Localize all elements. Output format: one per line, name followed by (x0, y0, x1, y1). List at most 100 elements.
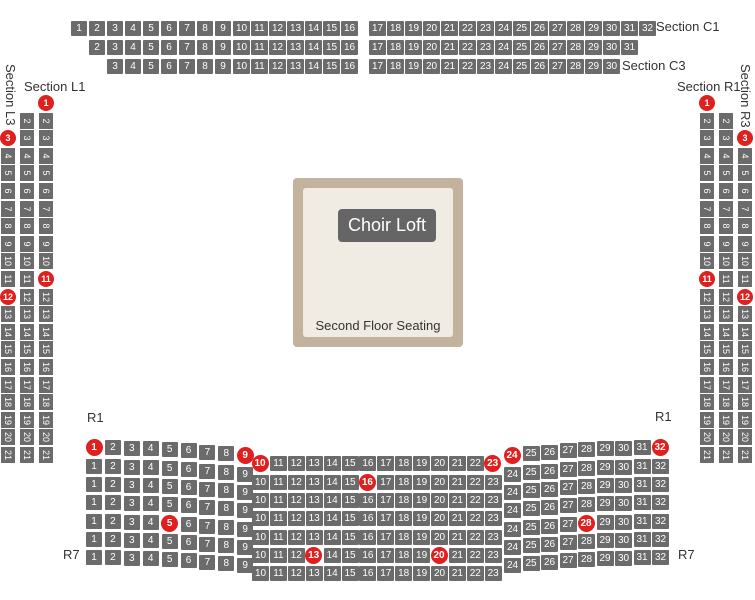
top-seat[interactable]: 31 (621, 40, 638, 55)
right-seat[interactable]: 6 (700, 183, 714, 199)
left-seat[interactable]: 21 (20, 447, 34, 463)
bottom-seat[interactable]: 20 (431, 566, 448, 581)
bottom-seat[interactable]: 31 (633, 514, 651, 529)
bottom-seat[interactable]: 25 (522, 556, 540, 571)
bottom-seat[interactable]: 11 (269, 475, 287, 490)
top-seat[interactable]: 22 (459, 59, 476, 74)
right-seat[interactable]: 2 (719, 112, 733, 129)
left-seat[interactable]: 6 (1, 183, 15, 199)
bottom-seat[interactable]: 5 (161, 515, 179, 532)
bottom-seat[interactable]: 23 (484, 475, 502, 490)
bottom-seat[interactable]: 27 (559, 443, 577, 458)
bottom-seat[interactable]: 27 (559, 462, 577, 477)
right-seat[interactable]: 9 (719, 235, 733, 252)
bottom-seat[interactable]: 3 (123, 551, 140, 566)
bottom-seat[interactable]: 13 (305, 493, 323, 508)
bottom-seat[interactable]: 2 (104, 532, 121, 547)
left-seat[interactable]: 17 (39, 376, 53, 393)
top-seat[interactable]: 9 (215, 21, 231, 36)
bottom-seat[interactable]: 17 (377, 511, 395, 526)
bottom-seat[interactable]: 32 (652, 495, 669, 510)
right-seat[interactable]: 20 (738, 429, 752, 446)
top-seat[interactable]: 6 (161, 59, 177, 74)
bottom-seat[interactable]: 18 (395, 548, 413, 563)
bottom-seat[interactable]: 20 (431, 511, 448, 526)
bottom-seat[interactable]: 28 (578, 461, 595, 476)
bottom-seat[interactable]: 10 (252, 548, 269, 563)
left-seat[interactable]: 4 (1, 147, 15, 164)
top-seat[interactable]: 22 (459, 40, 476, 55)
bottom-seat[interactable]: 3 (123, 460, 140, 475)
bottom-seat[interactable]: 13 (305, 511, 323, 526)
bottom-seat[interactable]: 11 (269, 511, 287, 526)
right-seat[interactable]: 15 (738, 341, 752, 358)
bottom-seat[interactable]: 29 (596, 460, 614, 475)
top-seat[interactable]: 28 (567, 21, 584, 36)
top-seat[interactable]: 23 (477, 59, 494, 74)
top-seat[interactable]: 5 (143, 59, 159, 74)
bottom-seat[interactable]: 9 (237, 540, 254, 555)
right-seat[interactable]: 12 (700, 288, 714, 305)
bottom-seat[interactable]: 32 (652, 477, 669, 492)
left-seat[interactable]: 12 (39, 288, 53, 305)
bottom-seat[interactable]: 10 (252, 566, 269, 581)
left-seat[interactable]: 10 (20, 253, 34, 270)
right-seat[interactable]: 16 (738, 359, 752, 375)
bottom-seat[interactable]: 4 (142, 460, 159, 475)
top-seat[interactable]: 19 (405, 21, 422, 36)
top-seat[interactable]: 10 (233, 21, 250, 36)
bottom-seat[interactable]: 30 (615, 551, 632, 566)
bottom-seat[interactable]: 25 (522, 520, 540, 535)
bottom-seat[interactable]: 11 (269, 456, 287, 471)
bottom-seat[interactable]: 16 (359, 456, 377, 471)
bottom-seat[interactable]: 29 (596, 533, 614, 548)
bottom-seat[interactable]: 28 (578, 534, 595, 549)
top-seat[interactable]: 20 (423, 21, 440, 36)
right-seat[interactable]: 5 (738, 165, 752, 182)
right-seat[interactable]: 11 (738, 271, 752, 287)
bottom-seat[interactable]: 30 (615, 496, 632, 511)
bottom-seat[interactable]: 28 (578, 497, 595, 512)
top-seat[interactable]: 1 (71, 21, 87, 36)
bottom-seat[interactable]: 15 (341, 475, 359, 490)
top-seat[interactable]: 7 (179, 21, 195, 36)
top-seat[interactable]: 27 (549, 40, 566, 55)
bottom-seat[interactable]: 6 (180, 498, 197, 513)
bottom-seat[interactable]: 20 (431, 456, 448, 471)
bottom-seat[interactable]: 22 (466, 456, 484, 471)
bottom-seat[interactable]: 17 (377, 566, 395, 581)
top-seat[interactable]: 15 (323, 40, 340, 55)
bottom-seat[interactable]: 15 (341, 493, 359, 508)
bottom-seat[interactable]: 28 (577, 515, 595, 532)
bottom-seat[interactable]: 11 (269, 493, 287, 508)
bottom-seat[interactable]: 16 (358, 474, 376, 491)
bottom-seat[interactable]: 26 (541, 482, 558, 497)
right-seat[interactable]: 1 (699, 95, 715, 111)
top-seat[interactable]: 15 (323, 59, 340, 74)
left-seat[interactable]: 8 (20, 218, 34, 235)
bottom-seat[interactable]: 31 (633, 550, 651, 565)
left-seat[interactable]: 18 (20, 394, 34, 411)
left-seat[interactable]: 19 (20, 411, 34, 428)
top-seat[interactable]: 11 (251, 21, 268, 36)
left-seat[interactable]: 9 (1, 235, 15, 252)
right-seat[interactable]: 14 (738, 323, 752, 340)
bottom-seat[interactable]: 25 (522, 538, 540, 553)
bottom-seat[interactable]: 6 (180, 443, 197, 458)
bottom-seat[interactable]: 21 (448, 511, 466, 526)
left-seat[interactable]: 21 (39, 447, 53, 463)
bottom-seat[interactable]: 18 (395, 475, 413, 490)
left-seat[interactable]: 2 (39, 112, 53, 129)
right-seat[interactable]: 21 (719, 447, 733, 463)
top-seat[interactable]: 24 (495, 59, 512, 74)
bottom-seat[interactable]: 10 (251, 455, 269, 472)
right-seat[interactable]: 19 (719, 411, 733, 428)
bottom-seat[interactable]: 14 (323, 566, 341, 581)
bottom-seat[interactable]: 26 (541, 500, 558, 515)
bottom-seat[interactable]: 5 (161, 552, 178, 567)
bottom-seat[interactable]: 9 (237, 467, 254, 482)
bottom-seat[interactable]: 21 (448, 475, 466, 490)
bottom-seat[interactable]: 12 (287, 475, 305, 490)
top-seat[interactable]: 30 (603, 21, 620, 36)
bottom-seat[interactable]: 2 (104, 440, 121, 455)
